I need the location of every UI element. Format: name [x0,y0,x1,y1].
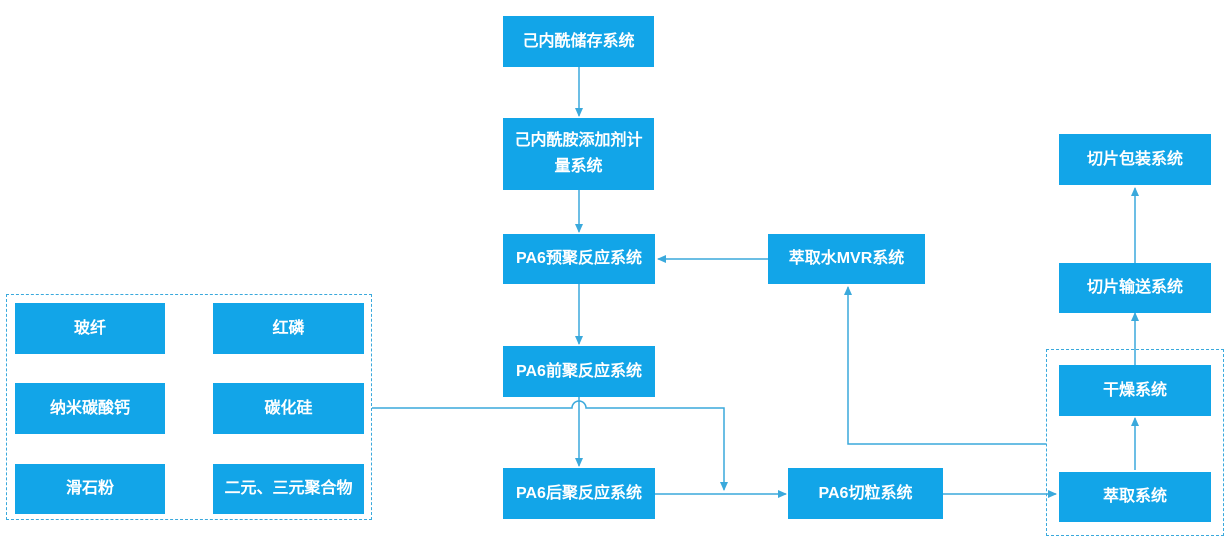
node-pa6-front-polymerization: PA6前聚反应系统 [503,346,655,397]
additive-nano-calcium-carbonate: 纳米碳酸钙 [15,383,165,434]
node-extraction-water-mvr: 萃取水MVR系统 [768,234,925,284]
additive-talc-powder: 滑石粉 [15,464,165,514]
additive-red-phosphorus: 红磷 [213,303,364,354]
node-pa6-pelletizing: PA6切粒系统 [788,468,943,519]
arrow-additives-to-pelletizing [372,400,728,491]
node-extraction: 萃取系统 [1059,472,1211,522]
node-caprolactam-storage: 己内酰储存系统 [503,16,654,67]
node-drying: 干燥系统 [1059,365,1211,416]
additives-group [6,294,372,520]
extraction-drying-group [1046,349,1224,536]
additive-glass-fiber: 玻纤 [15,303,165,354]
node-chip-packaging: 切片包装系统 [1059,134,1211,185]
additive-binary-ternary-copolymer: 二元、三元聚合物 [213,464,364,514]
node-chip-conveying: 切片输送系统 [1059,263,1211,313]
node-pa6-post-polymerization: PA6后聚反应系统 [503,468,655,519]
node-pa6-pre-polymerization: PA6预聚反应系统 [503,234,655,284]
node-caprolactam-metering: 己内酰胺添加剂计量系统 [503,118,654,190]
arrow-extraction-group-to-mvr [844,286,1046,445]
additive-silicon-carbide: 碳化硅 [213,383,364,434]
